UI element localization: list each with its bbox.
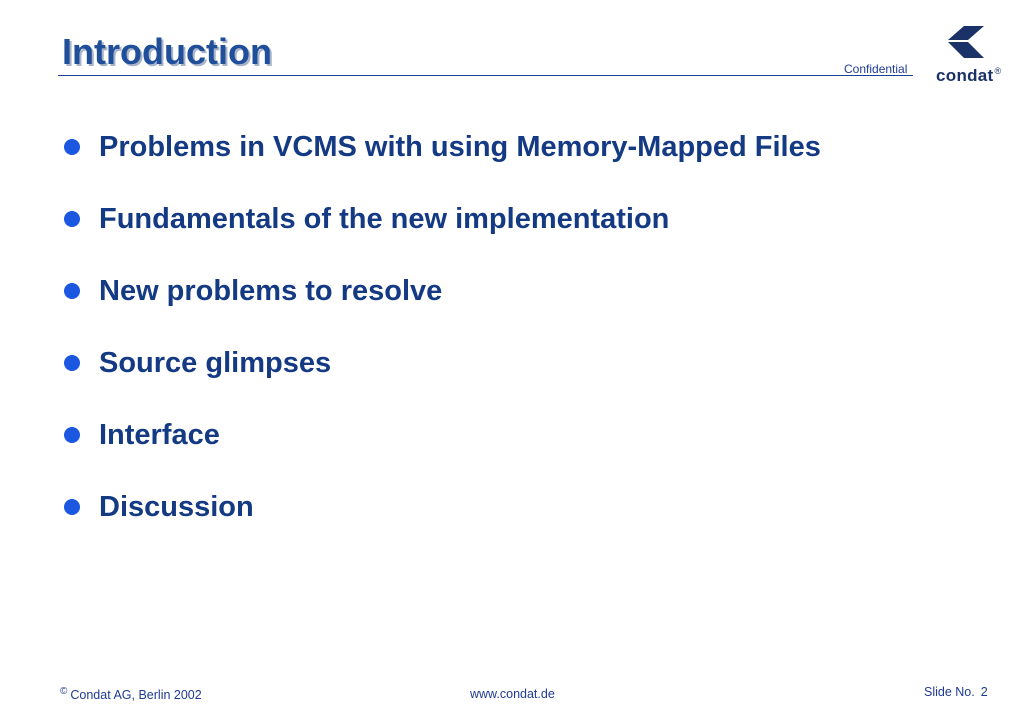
bullet-dot-icon: [64, 355, 80, 371]
bullet-list: Problems in VCMS with using Memory-Mappe…: [64, 126, 821, 558]
logo-wordmark: condat®: [936, 66, 1001, 86]
bullet-text: Problems in VCMS with using Memory-Mappe…: [99, 131, 821, 163]
footer-slide-number: Slide No. 2: [924, 684, 988, 700]
slide-number: 2: [980, 685, 988, 699]
list-item: Fundamentals of the new implementation: [64, 198, 821, 270]
bullet-dot-icon: [64, 283, 80, 299]
list-item: Discussion: [64, 486, 821, 558]
title-divider: [58, 75, 913, 76]
list-item: Interface: [64, 414, 821, 486]
confidential-label: Confidential: [844, 62, 908, 76]
bullet-text: Interface: [99, 419, 220, 451]
logo-text: condat: [936, 66, 994, 85]
footer-company: Condat AG, Berlin 2002: [70, 688, 202, 702]
bullet-dot-icon: [64, 427, 80, 443]
registered-mark: ®: [994, 66, 1002, 76]
footer-copyright: ©Condat AG, Berlin 2002: [60, 684, 202, 703]
bullet-text: New problems to resolve: [99, 275, 443, 307]
bullet-text: Source glimpses: [99, 347, 332, 379]
slide-title: Introduction: [62, 31, 272, 72]
condat-logo: condat®: [932, 22, 1004, 92]
list-item: Source glimpses: [64, 342, 821, 414]
bullet-dot-icon: [64, 139, 80, 155]
bullet-dot-icon: [64, 211, 80, 227]
footer-website: www.condat.de: [470, 687, 555, 701]
condat-logo-icon: [948, 26, 984, 58]
bullet-text: Fundamentals of the new implementation: [99, 203, 670, 235]
list-item: Problems in VCMS with using Memory-Mappe…: [64, 126, 821, 198]
slide-number-label: Slide No.: [924, 685, 975, 699]
bullet-dot-icon: [64, 499, 80, 515]
bullet-text: Discussion: [99, 491, 254, 523]
copyright-icon: ©: [60, 686, 68, 697]
list-item: New problems to resolve: [64, 270, 821, 342]
